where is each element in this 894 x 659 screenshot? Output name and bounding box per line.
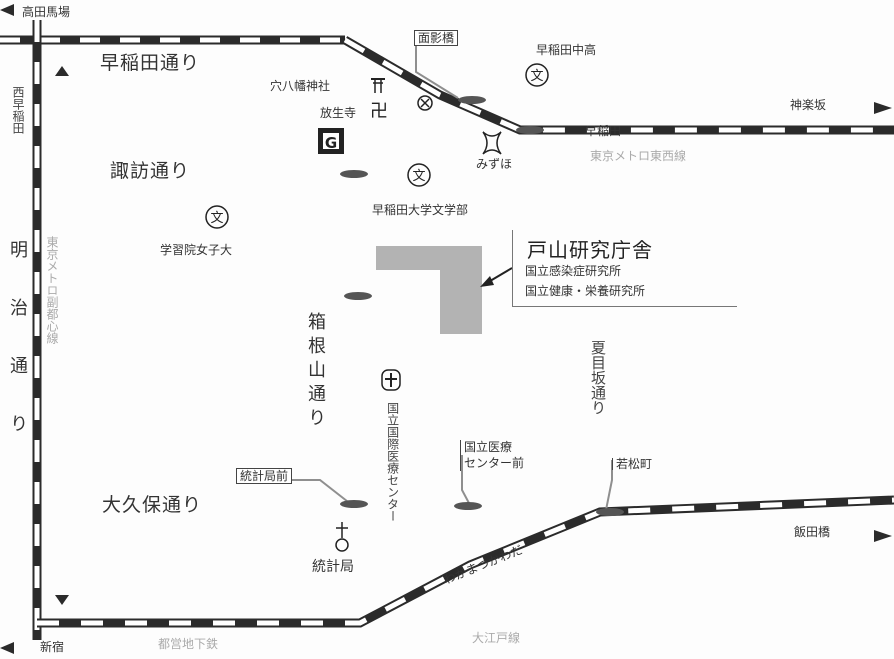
- stop-markers: [340, 96, 624, 516]
- gas-station-icon: G: [318, 128, 344, 154]
- callout-line-2: 国立健康・栄養研究所: [525, 284, 646, 298]
- callout-arrow: [480, 267, 513, 287]
- toei-subway-label: 都営地下鉄: [158, 637, 219, 651]
- landmark-kokuritsu-iryo[interactable]: 国立国際医療センター: [385, 402, 400, 522]
- toyama-building: [376, 246, 482, 334]
- tram-stop-wakamatsucho[interactable]: 若松町: [612, 458, 652, 470]
- temple-icon: 卍: [370, 101, 388, 122]
- street-natsumezaka-dori: 夏目坂通り: [589, 340, 607, 415]
- svg-text:文: 文: [210, 211, 223, 226]
- yamanote-line: [0, 20, 345, 640]
- toyama-research-callout[interactable]: 戸山研究庁舎 国立感染症研究所 国立健康・栄養研究所: [512, 230, 737, 307]
- tram-stop-kokuritsu-line2: センター前: [464, 455, 525, 470]
- landmark-waseda-chuko[interactable]: 早稲田中高: [536, 43, 597, 57]
- nishiwaseda-label: 西早稲田: [11, 86, 25, 134]
- street-waseda-dori: 早稲田通り: [100, 52, 201, 74]
- hospital-icon: [381, 369, 401, 391]
- street-meiji-dori: 明治通り: [7, 240, 28, 472]
- school-icon: 文: [525, 63, 549, 87]
- line-end-arrows: [0, 4, 892, 654]
- landmark-houseiji[interactable]: 放生寺: [320, 106, 357, 120]
- women-college-icon: 文: [205, 205, 229, 229]
- street-suwa-dori: 諏訪通り: [110, 160, 191, 182]
- fukutoshin-line-label: 東京メトロ副都心線: [45, 236, 59, 344]
- callout-title: 戸山研究庁舎: [527, 238, 653, 262]
- station-waseda[interactable]: 早稲田: [585, 124, 622, 138]
- tozai-line-label: 東京メトロ東西線: [590, 149, 687, 163]
- bank-icon: [482, 131, 502, 155]
- landmark-anahachiman[interactable]: 穴八幡神社: [270, 79, 331, 93]
- tram-stop-toukeikyokumae[interactable]: 統計局前: [236, 468, 293, 484]
- svg-text:文: 文: [412, 169, 425, 184]
- landmark-mizuho[interactable]: みずほ: [476, 157, 513, 171]
- station-takadanobaba[interactable]: 高田馬場: [22, 5, 71, 19]
- police-box-icon: [417, 95, 433, 111]
- callout-line-1: 国立感染症研究所: [525, 264, 622, 278]
- tram-stop-kokuritsu-center-mae[interactable]: 国立医療 センター前: [460, 440, 525, 472]
- government-office-icon: [335, 522, 349, 552]
- university-icon: 文: [407, 163, 431, 187]
- street-okubo-dori: 大久保通り: [102, 494, 203, 516]
- station-shinjuku[interactable]: 新宿: [40, 640, 65, 654]
- shrine-icon: [371, 78, 385, 93]
- street-hakoneyama-dori: 箱根山通り: [305, 312, 326, 432]
- landmark-gakushuin-joshi[interactable]: 学習院女子大: [160, 243, 233, 257]
- landmark-toukeikyoku[interactable]: 統計局: [312, 559, 354, 575]
- station-iidabashi[interactable]: 飯田橋: [794, 525, 831, 539]
- svg-text:G: G: [325, 134, 337, 152]
- tram-stop-omokagebashi[interactable]: 面影橋: [414, 30, 459, 46]
- station-kagurazaka[interactable]: 神楽坂: [790, 98, 827, 112]
- landmark-waseda-bungakubu[interactable]: 早稲田大学文学部: [372, 203, 469, 217]
- svg-text:文: 文: [530, 69, 543, 84]
- tozai-line-track: [342, 36, 894, 135]
- oedo-line-track: [37, 495, 894, 628]
- oedo-line-label: 大江戸線: [472, 631, 521, 645]
- tram-stop-kokuritsu-line1: 国立医療: [464, 440, 513, 454]
